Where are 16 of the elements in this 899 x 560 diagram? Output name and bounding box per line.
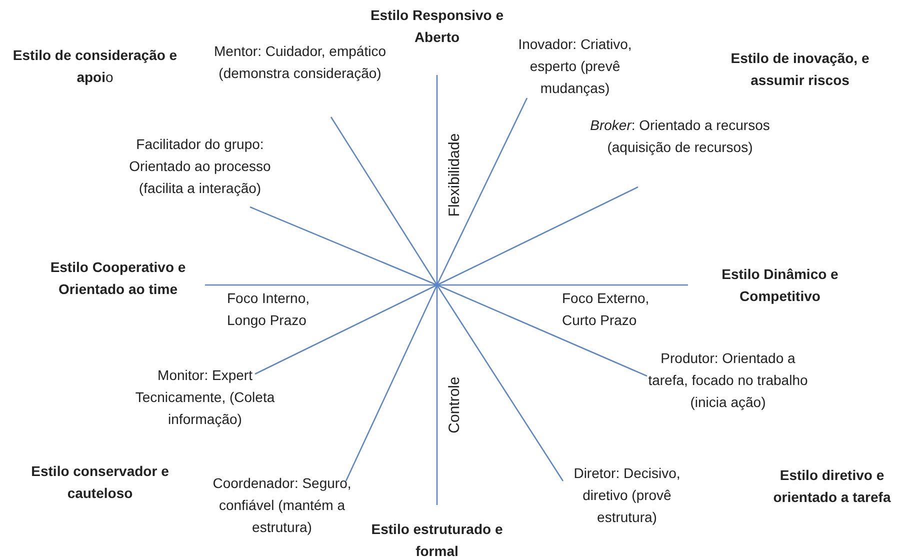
style-label: Estilo de inovação, e assumir riscos — [730, 49, 870, 90]
role-label: Coordenador: Seguro, confiável (mantém a estrutura) — [212, 474, 352, 537]
focus-label: Foco Externo, Curto Prazo — [562, 289, 650, 330]
role-label: Monitor: Expert Tecnicamente, (Coleta informação) — [134, 366, 276, 429]
style-label: Estilo Dinâmico e Competitivo — [720, 265, 840, 306]
role-label: Facilitador do grupo: Orientado ao processo (facilita a interação) — [128, 135, 272, 198]
style-label: Estilo Cooperativo e Orientado ao time — [49, 258, 187, 299]
role-label: Diretor: Decisivo, diretivo (provê estrutura) — [572, 464, 682, 527]
role-label: Broker: Orientado a recursos (aquisição de recursos) — [589, 116, 771, 157]
role-label: Inovador: Criativo, esperto (prevê mudanças) — [517, 35, 633, 98]
role-label: Estilo de consideração e apoio — [12, 46, 178, 87]
focus-label: Foco Interno, Longo Prazo — [227, 289, 310, 330]
style-label: Estilo conservador e cauteloso — [30, 462, 170, 503]
style-label: Estilo diretivo e orientado a tarefa — [772, 466, 892, 507]
role-label: Produtor: Orientado a tarefa, focado no trabalho (inicia ação) — [648, 349, 808, 412]
style-label: Estilo estruturado e formal — [370, 520, 504, 560]
